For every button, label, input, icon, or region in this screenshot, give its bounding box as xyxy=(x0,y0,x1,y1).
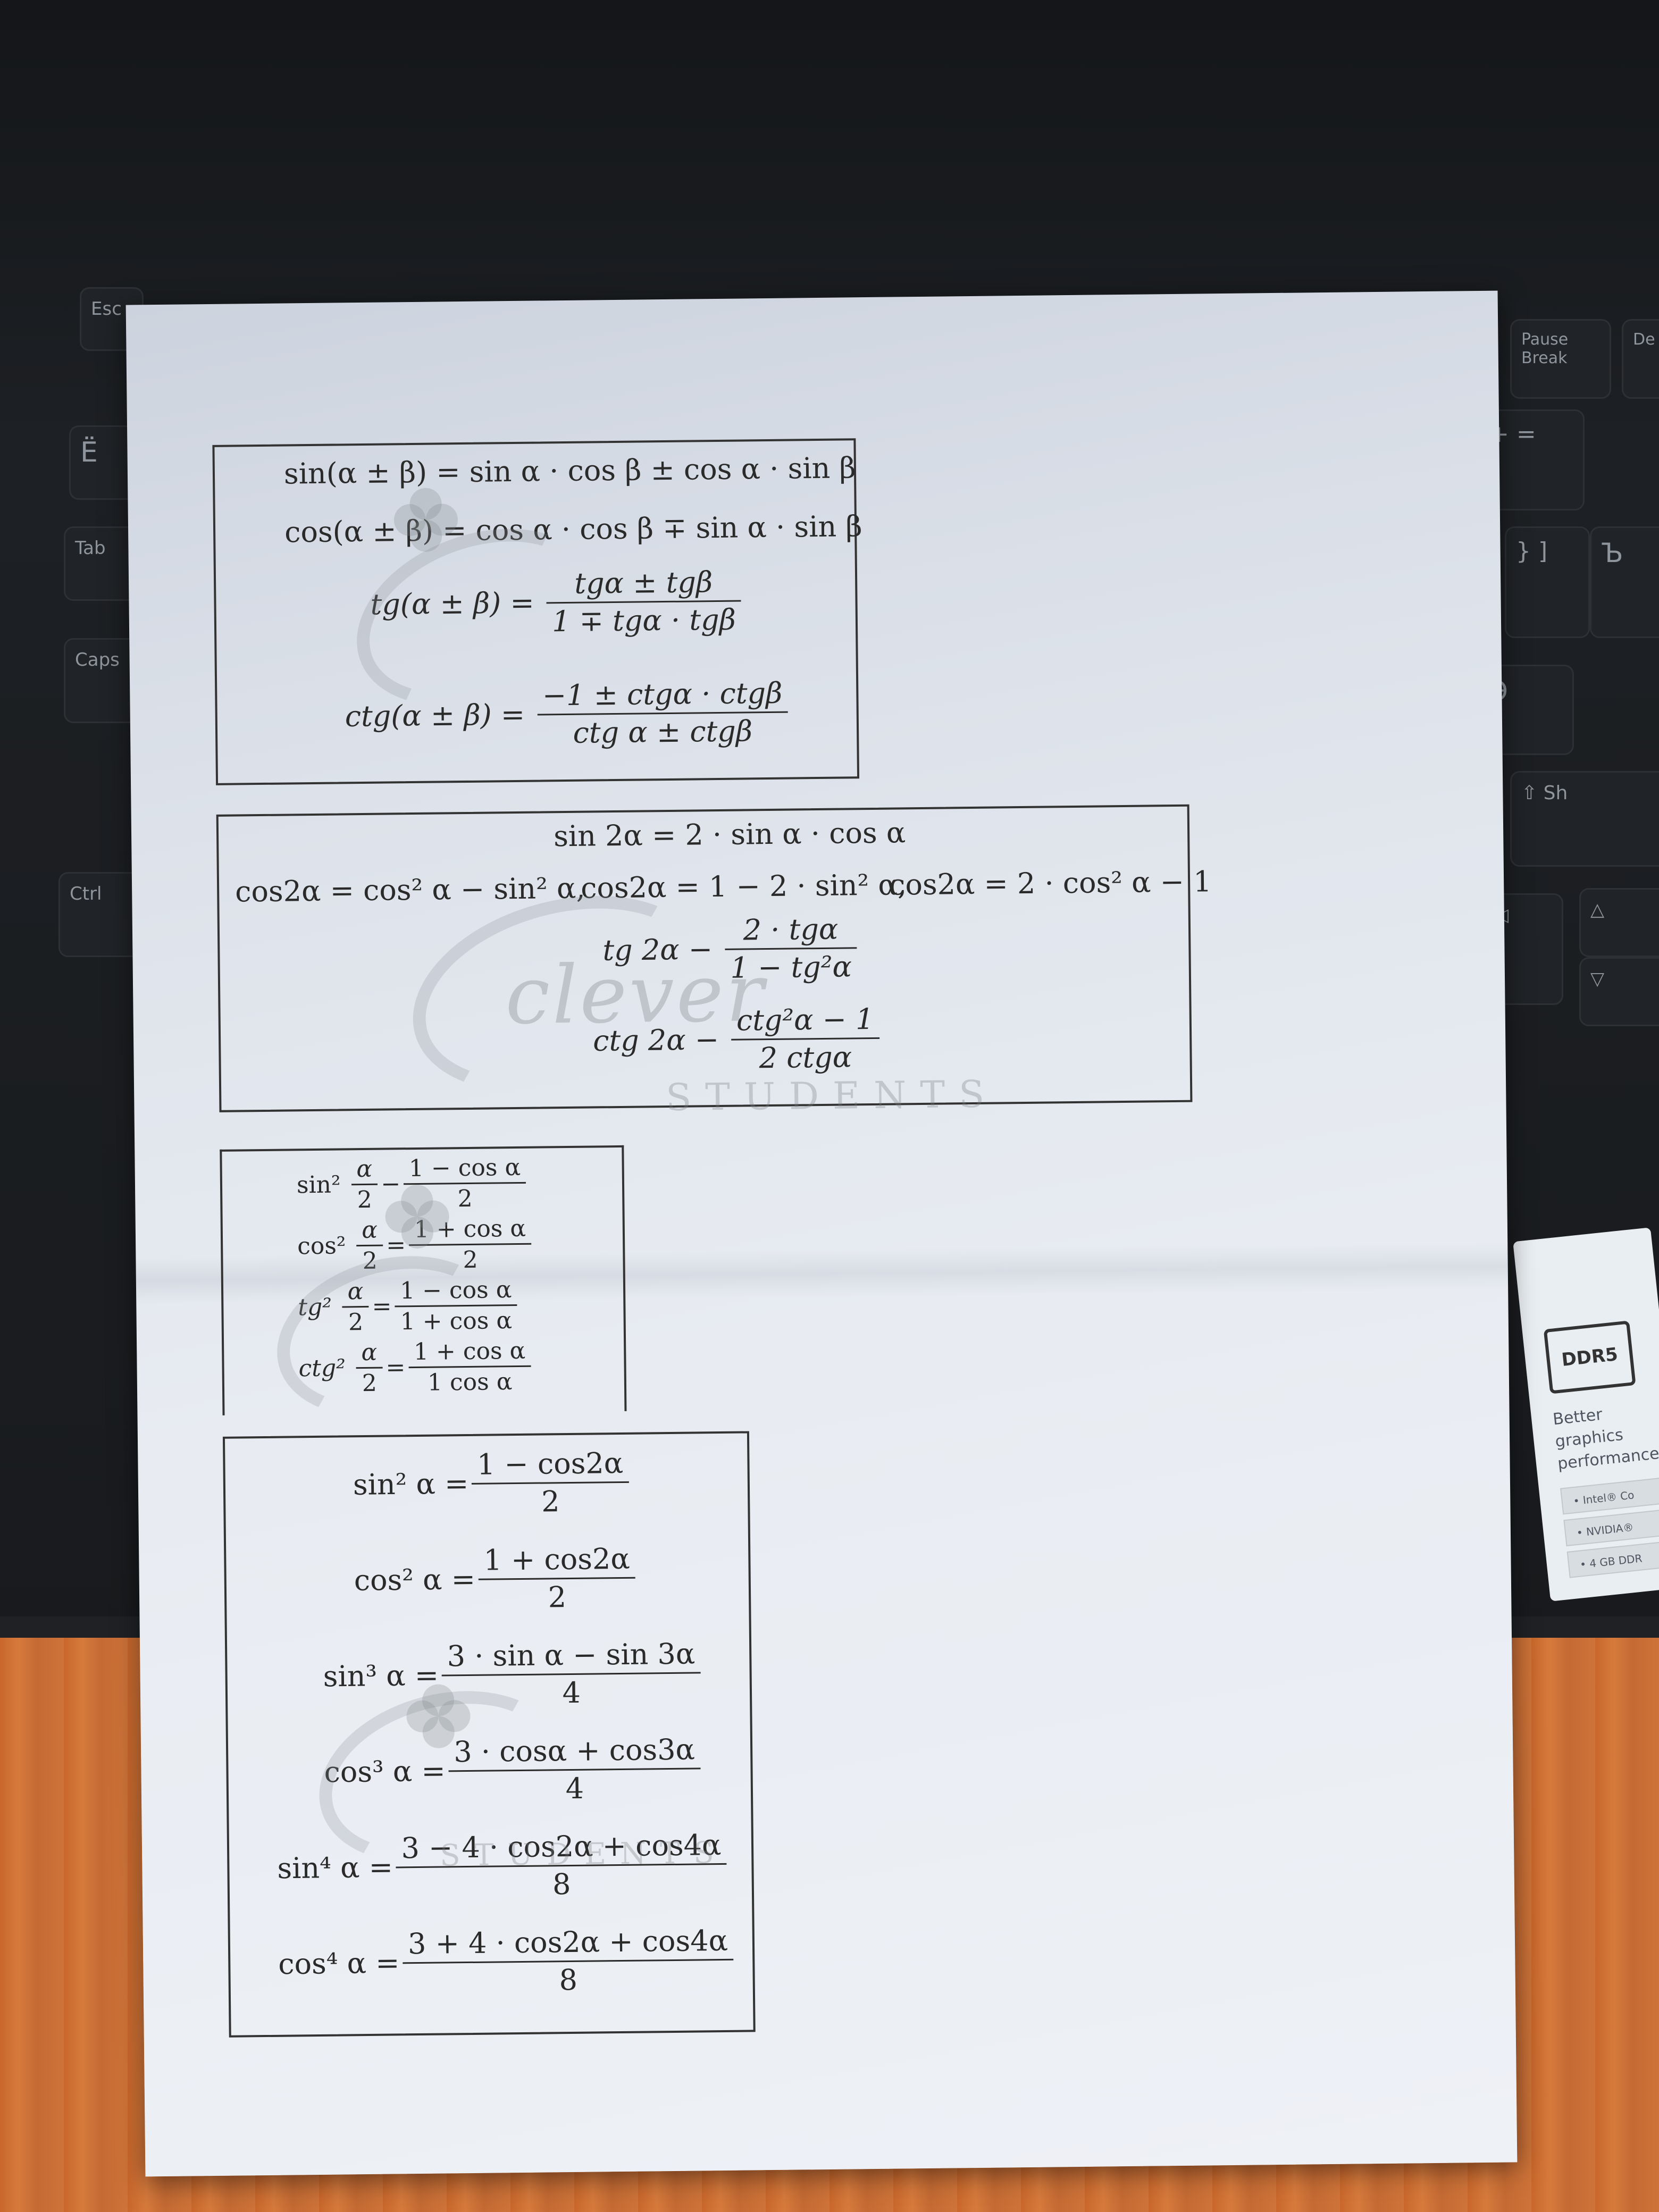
key-ctrl: Ctrl xyxy=(58,872,144,957)
ctg-double-denominator: 2 ctgα xyxy=(759,1040,852,1075)
watermark-clover-icon xyxy=(385,1184,449,1249)
watermark-subtitle: STUDENTS xyxy=(665,1072,999,1120)
formula-sin-sum: sin(α ± β) = sin α · cos β ± cos α · sin… xyxy=(283,451,857,491)
key-up: △ xyxy=(1579,888,1659,957)
key-bracket: } ] xyxy=(1505,526,1590,638)
key-del: De In xyxy=(1622,319,1659,399)
formula-cos-sum: cos(α ± β) = cos α · cos β ∓ sin α · sin… xyxy=(284,509,862,549)
watermark-clover-icon xyxy=(406,1684,471,1748)
sticker-chip: • 4 GB DDR xyxy=(1566,1540,1659,1578)
key-pause: Pause Break xyxy=(1510,319,1611,399)
key-down: ▽ xyxy=(1579,957,1659,1026)
sticker-chip: • NVIDIA® xyxy=(1563,1509,1659,1547)
laptop-sticker: DDR5 Better graphics performance • Intel… xyxy=(1513,1227,1659,1602)
sticker-chip: • Intel® Co xyxy=(1560,1477,1659,1515)
watermark-brand: clever xyxy=(505,947,767,1043)
sticker-tagline: Better graphics performance xyxy=(1552,1405,1659,1473)
ctg-sum-denominator: ctg α ± ctgβ xyxy=(573,714,753,750)
formula-cos-double-a: cos2α = cos² α − sin² α, xyxy=(234,871,585,909)
key-shift: ⇧ Sh xyxy=(1510,771,1659,867)
key-hard-sign: Ъ xyxy=(1590,526,1659,638)
formula-sin-double: sin 2α = 2 · sin α · cos α xyxy=(553,816,906,853)
watermark-subtitle: STUDENTS xyxy=(439,1835,728,1873)
formula-cos-double-c: cos2α = 2 · cos² α − 1 xyxy=(889,865,1212,902)
paper-sheet: sin(α ± β) = sin α · cos β ± cos α · sin… xyxy=(125,290,1518,2177)
watermark-clover-icon xyxy=(393,488,458,552)
sticker-logo: DDR5 xyxy=(1543,1320,1636,1394)
tg-double-numerator: 2 · tgα xyxy=(724,911,857,950)
ctg-sum-numerator: −1 ± ctgα · ctgβ xyxy=(537,675,788,716)
